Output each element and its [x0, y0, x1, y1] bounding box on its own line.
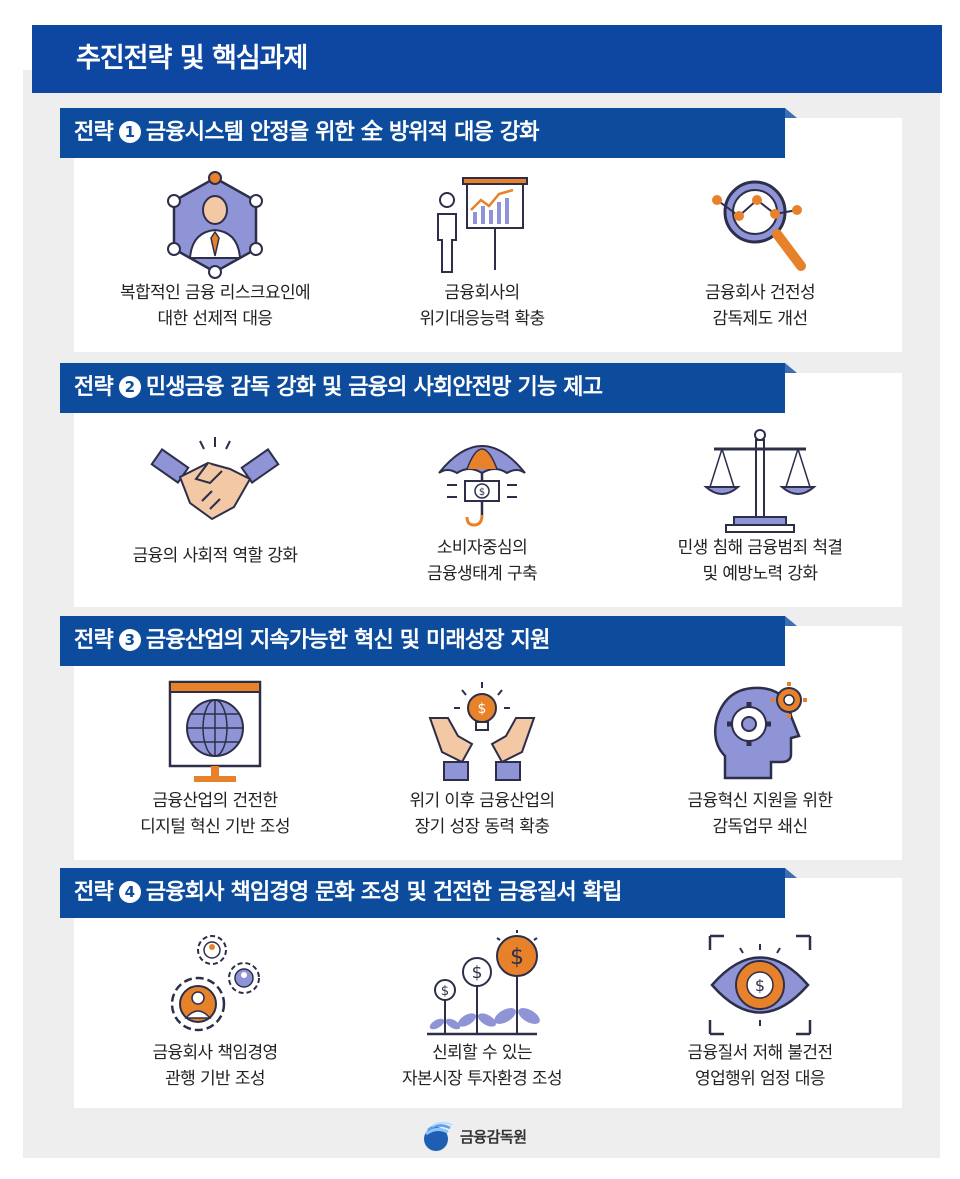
- strategy-prefix: 전략: [74, 628, 114, 653]
- task-item: $ 위기 이후 금융산업의 장기 성장 동력 확충: [352, 678, 612, 840]
- money-plants-icon: $ $ $: [427, 930, 540, 1036]
- strategy-title: 금융산업의 지속가능한 혁신 및 미래성장 지원: [145, 628, 550, 653]
- task-item: 금융회사 책임경영 관행 기반 조성: [85, 930, 345, 1092]
- people-gears-icon: [170, 935, 260, 1032]
- hands-bulb-icon: $: [428, 682, 536, 781]
- task-caption-line2: 장기 성장 동력 확충: [414, 817, 550, 837]
- banner-fold: [785, 868, 797, 878]
- footer-org-name: 금융감독원: [460, 1128, 527, 1146]
- task-caption-line2: 금융생태계 구축: [426, 564, 538, 584]
- page-header: 추진전략 및 핵심과제: [32, 25, 942, 93]
- strategy-prefix: 전략: [74, 375, 114, 400]
- task-caption-line2: 영업행위 엄정 대응: [695, 1069, 826, 1089]
- fss-logo-icon: [424, 1121, 453, 1151]
- network-person-icon: [167, 171, 263, 279]
- page-title: 추진전략 및 핵심과제: [76, 43, 308, 74]
- task-caption-line1: 복합적인 금융 리스크요인에: [119, 283, 311, 303]
- strategy-prefix: 전략: [74, 880, 114, 905]
- strategy-title: 금융시스템 안정을 위한 全 방위적 대응 강화: [145, 120, 540, 145]
- task-caption-line1: 금융의 사회적 역할 강화: [132, 546, 298, 566]
- digital-globe-icon: [168, 680, 262, 782]
- task-caption-line1: 금융산업의 건전한: [152, 791, 278, 811]
- presentation-chart-icon: [437, 177, 528, 273]
- banner-fold: [785, 616, 797, 626]
- task-caption-line2: 감독제도 개선: [712, 309, 808, 329]
- strategy-number-badge: 3: [118, 629, 141, 651]
- task-caption-line1: 금융회사 책임경영: [152, 1043, 278, 1063]
- scales-icon: [703, 429, 817, 533]
- task-caption-line1: 금융회사의: [444, 283, 520, 303]
- banner-fold: [785, 108, 797, 118]
- footer-logo: 금융감독원: [420, 1121, 527, 1152]
- svg-text:$: $: [472, 963, 483, 983]
- task-item: $ 금융질서 저해 불건전 영업행위 엄정 대응: [630, 930, 890, 1092]
- strategy-number-badge: 4: [118, 881, 141, 903]
- task-caption-line1: 위기 이후 금융산업의: [409, 791, 556, 811]
- task-caption-line2: 자본시장 투자환경 조성: [401, 1069, 563, 1089]
- svg-text:$: $: [510, 945, 524, 970]
- strategy-number-badge: 1: [118, 121, 141, 143]
- svg-text:$: $: [755, 976, 765, 995]
- strategy-number-badge: 2: [118, 376, 141, 398]
- head-gears-icon: [714, 682, 807, 780]
- handshake-icon: [150, 437, 280, 521]
- task-caption-line2: 디지털 혁신 기반 조성: [140, 817, 290, 837]
- task-caption-line1: 금융혁신 지원을 위한: [687, 791, 834, 811]
- task-item: $ $ $ 신뢰할 수 있는 자본시장 투자환경 조성: [352, 930, 612, 1092]
- task-caption-line2: 대한 선제적 대응: [157, 309, 273, 329]
- task-item: 금융회사의 위기대응능력 확충: [352, 170, 612, 332]
- task-caption-line2: 위기대응능력 확충: [419, 309, 545, 329]
- task-item: 복합적인 금융 리스크요인에 대한 선제적 대응: [85, 170, 345, 332]
- magnifier-trend-icon: [712, 180, 806, 271]
- task-item: 금융의 사회적 역할 강화: [85, 425, 345, 569]
- eye-dollar-icon: $: [708, 934, 812, 1036]
- svg-text:$: $: [478, 701, 487, 717]
- task-item: 금융혁신 지원을 위한 감독업무 쇄신: [630, 678, 890, 840]
- task-caption-line1: 소비자중심의: [436, 538, 528, 558]
- svg-text:$: $: [479, 487, 485, 498]
- task-item: 금융산업의 건전한 디지털 혁신 기반 조성: [85, 678, 345, 840]
- strategy-title: 민생금융 감독 강화 및 금융의 사회안전망 기능 제고: [145, 375, 603, 400]
- task-caption-line2: 감독업무 쇄신: [712, 817, 808, 837]
- umbrella-dollar-icon: $: [438, 445, 526, 527]
- strategy-prefix: 전략: [74, 120, 114, 145]
- task-caption-line1: 금융질서 저해 불건전: [687, 1043, 834, 1063]
- task-caption-line2: 및 예방노력 강화: [702, 564, 818, 584]
- svg-text:$: $: [441, 984, 449, 999]
- banner-fold: [785, 363, 797, 373]
- task-caption-line1: 신뢰할 수 있는: [432, 1043, 532, 1063]
- task-caption-line1: 금융회사 건전성: [704, 283, 816, 303]
- task-caption-line1: 민생 침해 금융범죄 척결: [677, 538, 843, 558]
- task-item: 민생 침해 금융범죄 척결 및 예방노력 강화: [630, 425, 890, 587]
- strategy-title: 금융회사 책임경영 문화 조성 및 건전한 금융질서 확립: [145, 880, 623, 905]
- task-item: 금융회사 건전성 감독제도 개선: [630, 170, 890, 332]
- task-item: $ 소비자중심의 금융생태계 구축: [352, 425, 612, 587]
- task-caption-line2: 관행 기반 조성: [165, 1069, 265, 1089]
